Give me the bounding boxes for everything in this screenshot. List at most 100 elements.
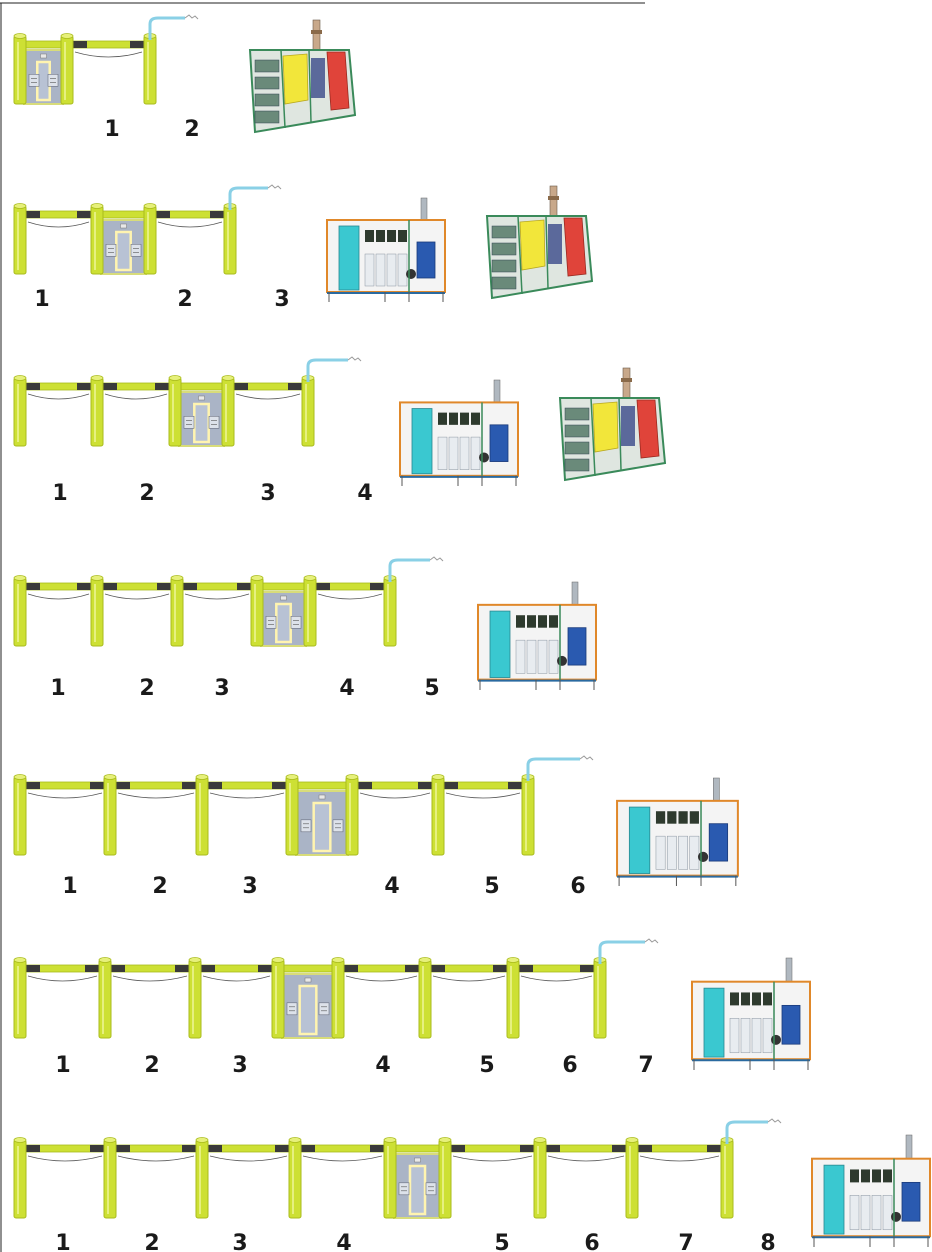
position-number: 7 [678, 1231, 693, 1252]
nozzle-arm-icon [725, 1118, 782, 1144]
connector [26, 211, 40, 218]
pillar-icon [98, 957, 112, 1039]
control-cabinet-icon [295, 790, 349, 856]
pillar-icon [13, 33, 27, 105]
configuration-row: 1 2 3 [13, 184, 594, 312]
cable [112, 975, 188, 982]
cable [317, 593, 383, 600]
pillar-icon [143, 203, 157, 275]
pillar-icon [103, 1137, 117, 1219]
gantry-frame-icon [13, 14, 199, 105]
position-number: 1 [50, 676, 65, 701]
connector [546, 1145, 560, 1152]
cable [432, 975, 506, 982]
cable [209, 792, 285, 799]
position-number: 2 [152, 874, 167, 899]
pillar-icon [625, 1137, 639, 1219]
cable [117, 1155, 195, 1162]
cable [157, 221, 223, 228]
panel-icon [265, 615, 277, 629]
pillar-icon [250, 575, 264, 647]
cable [74, 51, 143, 58]
nozzle-arm-icon [148, 14, 199, 40]
pillar-icon [13, 957, 27, 1039]
panel-icon [208, 415, 220, 429]
door-icon [275, 602, 292, 644]
panel-icon [183, 415, 195, 429]
connector [418, 782, 432, 789]
control-cabinet-icon [100, 219, 147, 275]
cable [235, 393, 301, 400]
control-cabinet-icon [260, 591, 307, 647]
connector [431, 965, 445, 972]
pillar-icon [60, 33, 74, 105]
position-number: 6 [562, 1053, 577, 1078]
cable [104, 593, 170, 600]
panel-icon [300, 819, 312, 833]
position-number: 5 [424, 676, 439, 701]
cable [27, 792, 103, 799]
position-number: 8 [760, 1231, 775, 1252]
connector [182, 782, 196, 789]
connector [182, 1145, 196, 1152]
connector [208, 1145, 222, 1152]
nozzle-arm-icon [598, 938, 659, 964]
position-number: 2 [144, 1231, 159, 1252]
pillar-icon [438, 1137, 452, 1219]
cable [302, 1155, 383, 1162]
connector [175, 965, 189, 972]
position-number: 5 [479, 1053, 494, 1078]
pillar-icon [506, 957, 520, 1039]
cable [104, 393, 168, 400]
position-number: 3 [274, 287, 289, 312]
pillar-icon [13, 1137, 27, 1219]
pillar-icon [195, 1137, 209, 1219]
pillar-icon [143, 33, 157, 105]
connector [77, 383, 91, 390]
position-number: 4 [375, 1053, 390, 1078]
pillar-icon [188, 957, 202, 1039]
cable [520, 975, 593, 982]
beam [13, 582, 397, 591]
equipment-module-exhaust-icon [558, 367, 667, 482]
cable [27, 221, 90, 228]
connector [358, 782, 372, 789]
connector [157, 583, 171, 590]
position-number: 2 [177, 287, 192, 312]
door-icon [193, 402, 210, 444]
connector [258, 965, 272, 972]
position-number: 7 [638, 1053, 653, 1078]
pillar-icon [383, 1137, 397, 1219]
gantry-frame-icon [13, 755, 594, 856]
connector [288, 383, 302, 390]
connector [208, 782, 222, 789]
connector [26, 383, 40, 390]
position-number: 2 [139, 481, 154, 506]
connector [234, 383, 248, 390]
cable [184, 593, 250, 600]
pillar-icon [103, 774, 117, 856]
pillar-icon [168, 375, 182, 447]
connector [90, 1145, 104, 1152]
connector [111, 965, 125, 972]
connector [272, 782, 286, 789]
cable [445, 792, 521, 799]
position-number: 1 [52, 481, 67, 506]
position-number: 1 [34, 287, 49, 312]
control-cabinet-icon [178, 391, 225, 447]
panel-icon [290, 615, 302, 629]
position-number: 2 [144, 1053, 159, 1078]
cable [27, 393, 90, 400]
connector [344, 965, 358, 972]
cable [547, 1155, 625, 1162]
connector [103, 583, 117, 590]
position-number: 3 [232, 1053, 247, 1078]
connector [237, 583, 251, 590]
connector [612, 1145, 626, 1152]
cable [27, 593, 90, 600]
equipment-module-tank-icon [477, 581, 597, 690]
